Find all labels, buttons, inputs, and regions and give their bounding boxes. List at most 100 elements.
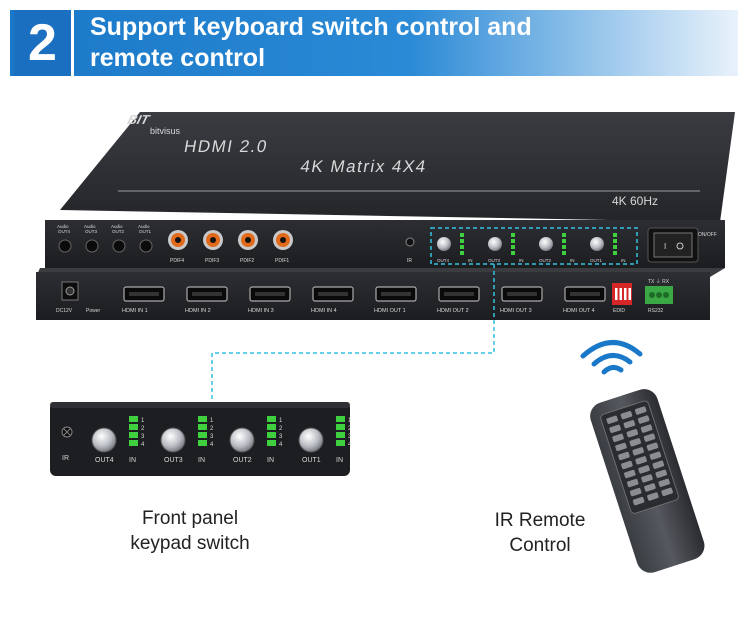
hdmi-port-label: HDMI OUT 3 [500,308,532,314]
audio-jack [85,239,99,253]
audio-jack-label: OUT4 [58,229,70,234]
hdmi-port-label: HDMI IN 3 [248,308,274,314]
led-number: 4 [279,442,283,448]
led-indicator [562,251,566,255]
keypad-button-mini[interactable] [488,237,502,251]
dc-label: DC12V [56,308,73,314]
matrix-top-face [60,112,735,222]
power-switch-rocker[interactable] [653,232,693,258]
led-indicator [129,416,138,422]
hdmi-port-label: HDMI OUT 1 [374,308,406,314]
led-indicator [129,424,138,430]
keypad-button[interactable] [229,427,255,453]
hdmi-port-label: HDMI IN 1 [122,308,148,314]
svg-text:I: I [664,242,666,251]
remote-key [635,456,647,465]
rca-jack-label: PDIF4 [170,258,184,264]
svg-text:IR: IR [407,258,412,264]
remote-key [655,469,668,478]
led-indicator [562,233,566,237]
audio-jack-label: Audio [138,224,150,229]
remote-key [623,420,636,429]
led-number: 1 [210,418,214,424]
remote-key [641,474,653,483]
ir-remote-caption: IR Remote Control [460,508,620,558]
remote-key [612,433,624,443]
keypad-in-label: IN [267,457,274,464]
remote-key [624,469,636,479]
remote-key [643,433,656,442]
rca-jack-pin [210,237,216,243]
keypad-button-mini[interactable] [539,237,553,251]
remote-key [661,487,673,497]
led-number: 2 [210,426,214,432]
keypad-button[interactable] [298,427,324,453]
led-indicator [198,416,207,422]
remote-key [621,460,633,470]
led-number: 4 [210,442,214,448]
led-number: 3 [141,434,145,440]
led-indicator [198,432,207,438]
rs232-pins: TX ⏚ RX [648,278,670,285]
remote-key [632,496,645,506]
hdmi-port-label: HDMI IN 2 [185,308,211,314]
led-indicator [511,251,515,255]
rs232-label: RS232 [648,308,664,314]
led-indicator [460,239,464,243]
remote-key [652,460,665,469]
panel-ir-sensor: IR [61,426,73,462]
led-number: 4 [141,442,145,448]
led-indicator [267,432,276,438]
led-indicator [129,440,138,446]
remote-key [647,492,659,501]
remote-key [637,415,650,424]
led-indicator [562,239,566,243]
ir-caption-line-2: Control [509,535,571,556]
keypad-button-mini-label: OUT2 [539,258,551,263]
dc-power-jack: DC12V Power [56,281,101,314]
keypad-button-label: OUT4 [95,457,114,464]
headline-line-2: remote control [90,44,266,72]
remote-key [629,438,642,447]
edid-switch[interactable]: EDID [612,283,632,314]
audio-jack [139,239,153,253]
brand-name: bitvisus [150,126,181,136]
remote-key [646,442,659,451]
hdmi-port-pins [444,292,474,296]
hdmi-port-pins [381,292,411,296]
remote-key [632,447,644,456]
keypad-in-mini-label: IN [570,258,575,263]
audio-jack-label: Audio [84,224,96,229]
audio-jack-label: OUT3 [85,229,97,234]
remote-key [640,424,653,433]
led-indicator [336,416,345,422]
led-indicator [511,245,515,249]
led-indicator [511,239,515,243]
audio-jack-label: OUT1 [139,229,151,234]
hdmi-port-label: HDMI OUT 2 [437,308,469,314]
remote-key [618,451,630,461]
keypad-button[interactable] [160,427,186,453]
led-number: 3 [279,434,283,440]
led-indicator [336,440,345,446]
remote-key [606,415,618,424]
panel-ir-label: IR [62,455,69,462]
led-number: 3 [210,434,214,440]
remote-key [649,451,662,460]
keypad-button-label: OUT2 [233,457,252,464]
keypad-in-mini-label: IN [468,258,473,263]
ir-remote [590,389,705,573]
keypad-button-mini[interactable] [590,237,604,251]
led-number: 1 [141,418,145,424]
led-number: 3 [348,434,352,440]
led-indicator [267,416,276,422]
remote-key [629,487,642,497]
keypad-in-mini-label: IN [621,258,626,263]
keypad-button[interactable] [91,427,117,453]
front-caption-line-2: keypad switch [130,533,250,554]
remote-key [626,478,639,488]
keypad-button-mini[interactable] [437,237,451,251]
